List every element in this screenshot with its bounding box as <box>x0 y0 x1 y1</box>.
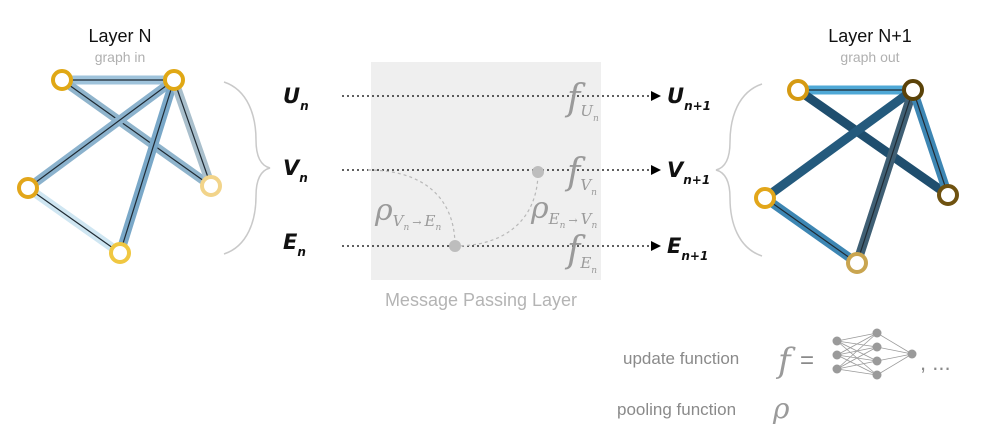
pooling-label-v-to-e: ρVn→En <box>374 193 441 233</box>
pooling-label-e-to-v: ρEn→Vn <box>530 191 597 231</box>
output-e: En+1 <box>667 234 708 263</box>
legend-ellipsis: , ... <box>920 350 951 375</box>
input-v: Vn <box>283 156 308 185</box>
left-graph-edges <box>23 75 216 258</box>
node <box>200 175 222 197</box>
node <box>846 252 868 274</box>
edge <box>793 85 953 200</box>
node <box>17 177 39 199</box>
node <box>109 242 131 264</box>
edge <box>173 79 212 187</box>
legend-update-label: update function <box>623 349 739 368</box>
message-passing-label: Message Passing Layer <box>385 290 577 310</box>
input-e: En <box>283 230 306 259</box>
legend-pooling-label: pooling function <box>617 400 736 419</box>
edge <box>27 187 121 254</box>
left-graph: Layer N graph in <box>17 26 222 264</box>
legend-update-symbol: f <box>775 341 796 381</box>
node <box>754 187 776 209</box>
left-graph-nodes <box>17 69 222 264</box>
legend-pooling-symbol: ρ <box>772 392 790 425</box>
left-graph-title: Layer N <box>88 26 151 46</box>
edge <box>760 85 918 203</box>
pooling-dot-e <box>449 240 461 252</box>
right-graph-subtitle: graph out <box>840 49 899 65</box>
node <box>787 79 809 101</box>
right-graph-edges <box>760 85 953 268</box>
right-graph-title: Layer N+1 <box>828 26 912 46</box>
right-graph: Layer N+1 graph out <box>754 26 959 274</box>
edge <box>764 197 858 264</box>
left-brace <box>223 81 271 255</box>
left-graph-subtitle: graph in <box>95 49 146 65</box>
pooling-path-e-to-v <box>454 171 539 247</box>
edge <box>61 79 212 187</box>
node <box>51 69 73 91</box>
edge <box>912 89 949 196</box>
edge <box>856 89 914 264</box>
message-passing-box <box>371 62 601 280</box>
input-u: Un <box>283 84 309 113</box>
legend-equals: = <box>800 347 814 374</box>
node <box>163 69 185 91</box>
edge <box>119 79 175 254</box>
legend: update function f = , ... pooling functi… <box>617 328 951 425</box>
pooling-dot-v <box>532 166 544 178</box>
node <box>902 79 924 101</box>
output-v: Vn+1 <box>667 158 710 187</box>
edge <box>27 79 175 189</box>
right-graph-nodes <box>754 79 959 274</box>
output-u: Un+1 <box>667 84 711 113</box>
pooling-path-v-to-e <box>367 169 456 247</box>
node <box>937 184 959 206</box>
neural-network-icon <box>832 328 917 380</box>
right-brace <box>715 83 763 257</box>
